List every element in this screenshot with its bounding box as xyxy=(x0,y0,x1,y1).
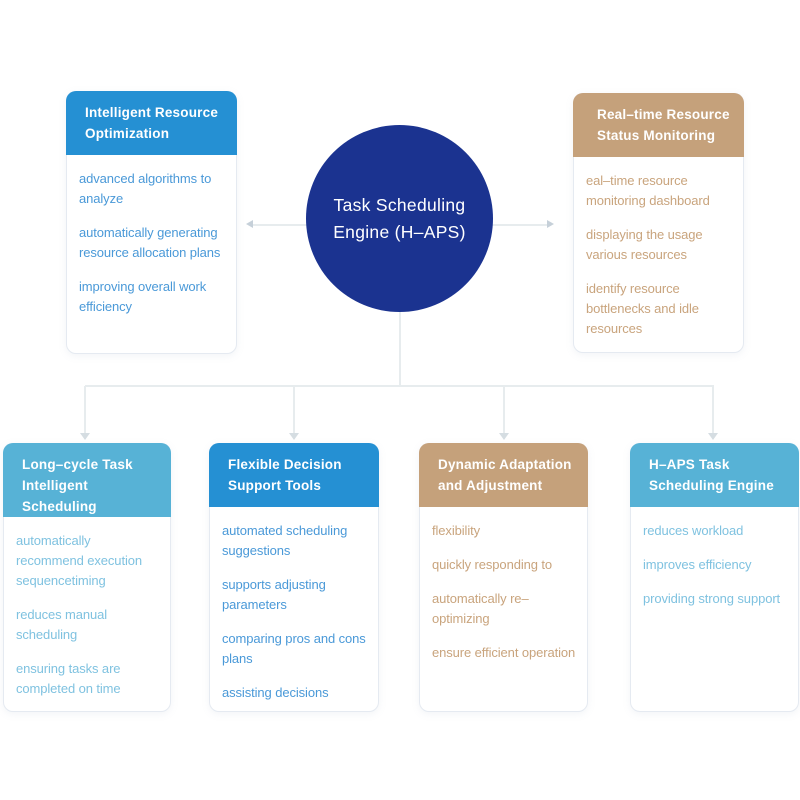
card-title: Dynamic Adaptation and Adjustment xyxy=(419,443,588,507)
connector-hub-drop xyxy=(399,311,401,386)
card-flexible-decision-support-tools: Flexible Decision Support Tools automate… xyxy=(209,443,379,712)
connector-drop-3 xyxy=(503,386,505,434)
card-item: flexibility xyxy=(432,523,481,538)
hub-label-line1: Task Scheduling xyxy=(333,194,466,215)
card-item: ensuring tasks are completed on time xyxy=(16,661,121,696)
card-item: comparing pros and cons plans xyxy=(222,631,366,666)
card-item: eal–time resource monitoring dashboard xyxy=(586,173,710,208)
card-item: displaying the usage various resources xyxy=(586,227,703,262)
arrowhead-down-4-icon xyxy=(708,433,718,440)
connector-drop-2 xyxy=(293,386,295,434)
card-item: quickly responding to xyxy=(432,557,553,572)
card-body: automatically recommend execution sequen… xyxy=(4,517,170,699)
card-title: Flexible Decision Support Tools xyxy=(209,443,379,507)
card-long-cycle-task-intelligent-scheduling: Long–cycle Task Intelligent Scheduling a… xyxy=(3,443,171,712)
hub-circle: Task Scheduling Engine (H–APS) xyxy=(306,125,493,312)
connector-spine xyxy=(85,385,714,387)
card-item: reduces manual scheduling xyxy=(16,607,108,642)
card-body: advanced algorithms to analyze automatic… xyxy=(67,155,236,317)
card-title: Real–time Resource Status Monitoring xyxy=(573,93,744,157)
arrowhead-down-3-icon xyxy=(499,433,509,440)
card-item: assisting decisions xyxy=(222,685,329,700)
connector-right xyxy=(490,224,548,226)
card-item: advanced algorithms to analyze xyxy=(79,171,212,206)
arrowhead-down-2-icon xyxy=(289,433,299,440)
card-item: automatically re–optimizing xyxy=(432,591,529,626)
card-body: automated scheduling suggestions support… xyxy=(210,507,378,703)
card-realtime-resource-status-monitoring: Real–time Resource Status Monitoring eal… xyxy=(573,93,744,353)
card-haps-task-scheduling-engine: H–APS Task Scheduling Engine reduces wor… xyxy=(630,443,799,712)
card-body: eal–time resource monitoring dashboard d… xyxy=(574,157,743,339)
arrowhead-down-1-icon xyxy=(80,433,90,440)
card-item: automatically recommend execution sequen… xyxy=(16,533,142,588)
card-item: ensure efficient operation xyxy=(432,645,576,660)
card-title: Intelligent Resource Optimization xyxy=(66,91,237,155)
card-item: improves efficiency xyxy=(643,557,752,572)
card-item: reduces workload xyxy=(643,523,744,538)
card-title: H–APS Task Scheduling Engine xyxy=(630,443,799,507)
arrowhead-right-icon xyxy=(547,220,554,228)
card-item: supports adjusting parameters xyxy=(222,577,326,612)
connector-drop-1 xyxy=(84,386,86,434)
card-item: automatically generating resource alloca… xyxy=(79,225,221,260)
card-title: Long–cycle Task Intelligent Scheduling xyxy=(3,443,171,517)
card-item: identify resource bottlenecks and idle r… xyxy=(586,281,699,336)
hub-label-line2: Engine (H–APS) xyxy=(333,221,466,242)
card-intelligent-resource-optimization: Intelligent Resource Optimization advanc… xyxy=(66,91,237,354)
card-body: reduces workload improves efficiency pro… xyxy=(631,507,798,609)
connector-drop-4 xyxy=(712,386,714,434)
card-body: flexibility quickly responding to automa… xyxy=(420,507,587,663)
card-item: improving overall work efficiency xyxy=(79,279,207,314)
connector-left xyxy=(252,224,310,226)
arrowhead-left-icon xyxy=(246,220,253,228)
card-item: automated scheduling suggestions xyxy=(222,523,348,558)
card-dynamic-adaptation-and-adjustment: Dynamic Adaptation and Adjustment flexib… xyxy=(419,443,588,712)
card-item: providing strong support xyxy=(643,591,781,606)
